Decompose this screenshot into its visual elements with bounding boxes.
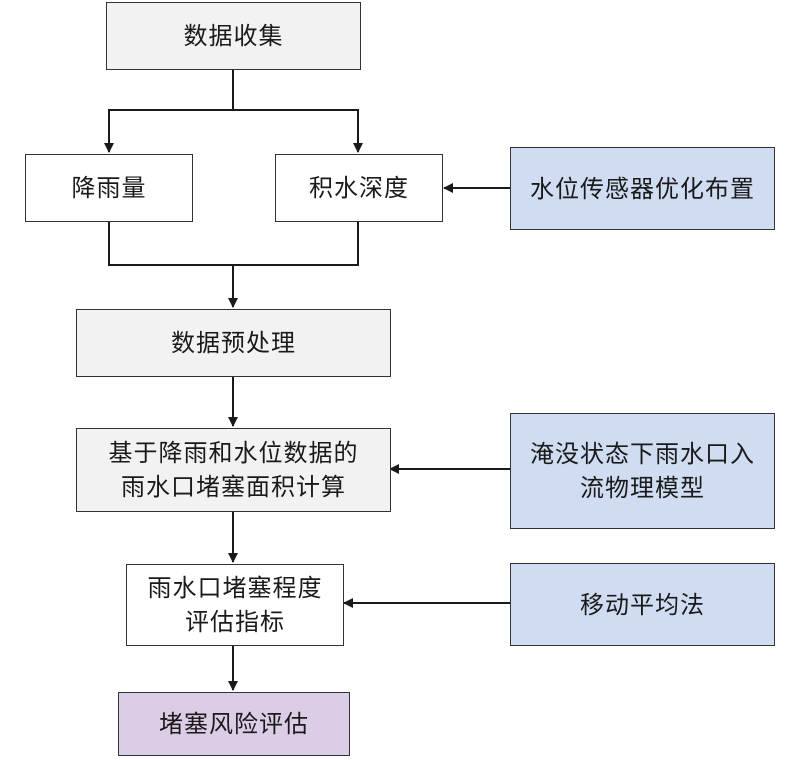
edge-collection-to-depth [233, 109, 363, 153]
node-label: 积水深度 [309, 174, 409, 202]
node-label: 降雨量 [71, 174, 147, 202]
node-label-line2: 评估指标 [185, 608, 285, 636]
node-water-depth: 积水深度 [275, 154, 443, 222]
node-label: 数据预处理 [171, 329, 296, 357]
node-sensor-layout: 水位传感器优化布置 [510, 147, 775, 230]
node-preprocessing: 数据预处理 [76, 309, 391, 377]
node-risk-assessment: 堵塞风险评估 [118, 692, 350, 756]
node-label: 堵塞风险评估 [159, 710, 309, 738]
node-label: 移动平均法 [580, 590, 705, 619]
node-label-line1: 淹没状态下雨水口入 [530, 440, 755, 468]
node-label-line2: 雨水口堵塞面积计算 [121, 473, 346, 501]
node-moving-average: 移动平均法 [510, 563, 775, 646]
edge-collection-to-rainfall [104, 70, 234, 153]
node-label-line1: 基于降雨和水位数据的 [108, 439, 359, 467]
edge-rainfall-merge [108, 222, 359, 266]
node-label-line2: 流物理模型 [580, 474, 705, 502]
node-blockage-index: 雨水口堵塞程度 评估指标 [126, 564, 344, 646]
node-blocked-area-calculation: 基于降雨和水位数据的 雨水口堵塞面积计算 [76, 428, 391, 512]
node-label: 数据收集 [183, 22, 284, 50]
node-label-line1: 雨水口堵塞程度 [147, 574, 323, 602]
node-rainfall: 降雨量 [25, 154, 193, 222]
node-data-collection: 数据收集 [106, 2, 361, 70]
node-label: 水位传感器优化布置 [530, 174, 755, 203]
node-inflow-model: 淹没状态下雨水口入 流物理模型 [510, 413, 775, 529]
